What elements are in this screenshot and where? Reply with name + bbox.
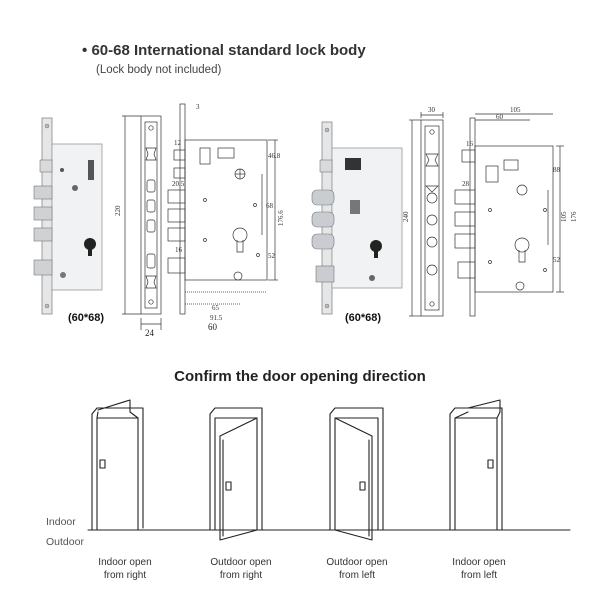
left-dim-12: 12 [174, 139, 182, 147]
left-dim-16: 16 [175, 246, 183, 254]
left-dim-65: 65 [212, 304, 220, 312]
right-dim-88: 88 [553, 166, 561, 174]
door-2 [209, 407, 263, 541]
door-diagrams [87, 399, 571, 541]
left-case-drawing [167, 103, 278, 315]
left-lock-photo [33, 117, 103, 315]
door-3-line2: from left [338, 570, 376, 581]
left-faceplate-drawing [122, 115, 162, 330]
door-3-label: Outdoor open from left [312, 556, 402, 582]
right-dim-105-vertical: 105 [560, 211, 568, 222]
title-text: 60-68 International standard lock body [91, 42, 366, 59]
right-case-drawing [454, 113, 564, 317]
door-4-line2: from left [460, 570, 498, 581]
right-dim-60: 60 [496, 113, 504, 121]
right-dim-30: 30 [428, 106, 436, 114]
indoor-label: Indoor [46, 516, 76, 528]
door-2-line1: Outdoor open [210, 557, 272, 568]
left-dim-176-6: 176.6 [277, 210, 285, 226]
right-dim-28: 28 [462, 180, 470, 188]
right-lock-photo [311, 121, 403, 315]
right-lock-caption: (60*68) [345, 312, 382, 324]
left-dim-52: 52 [268, 252, 276, 260]
left-dim-60: 60 [208, 322, 218, 332]
door-4-label: Indoor open from left [434, 556, 524, 582]
right-dim-240: 240 [402, 211, 410, 222]
right-dim-105: 105 [510, 106, 521, 114]
right-dim-52: 52 [553, 256, 561, 264]
left-lock-caption: (60*68) [68, 312, 105, 324]
page-subtitle: (Lock body not included) [96, 64, 222, 76]
left-dim-3: 3 [196, 103, 200, 111]
left-dim-24: 24 [145, 328, 155, 338]
right-faceplate-drawing [409, 112, 444, 317]
door-2-label: Outdoor open from right [196, 556, 286, 582]
right-dim-16: 16 [466, 140, 474, 148]
door-3-line1: Outdoor open [326, 557, 388, 568]
door-4 [449, 399, 503, 531]
door-4-line1: Indoor open [452, 557, 506, 568]
left-dim-220: 220 [114, 205, 122, 216]
page-title: • 60-68 International standard lock body [82, 42, 366, 59]
door-2-line2: from right [219, 570, 263, 581]
door-1-label: Indoor open from right [80, 556, 170, 582]
door-1-line2: from right [103, 570, 147, 581]
door-direction-title: Confirm the door opening direction [174, 368, 426, 385]
outdoor-label: Outdoor [46, 536, 84, 548]
left-dim-46-8: 46.8 [268, 152, 281, 160]
door-1 [91, 399, 144, 531]
door-3 [329, 407, 384, 541]
title-bullet: • [82, 42, 88, 59]
left-dim-20-5: 20.5 [172, 180, 185, 188]
right-dim-176: 176 [570, 211, 578, 222]
left-dim-91-5: 91.5 [210, 314, 223, 322]
door-1-line1: Indoor open [98, 557, 152, 568]
left-dim-68: 68 [266, 202, 274, 210]
lock-diagrams: 220 24 3 12 20.5 46.8 68 176.6 52 16 65 [33, 103, 578, 338]
